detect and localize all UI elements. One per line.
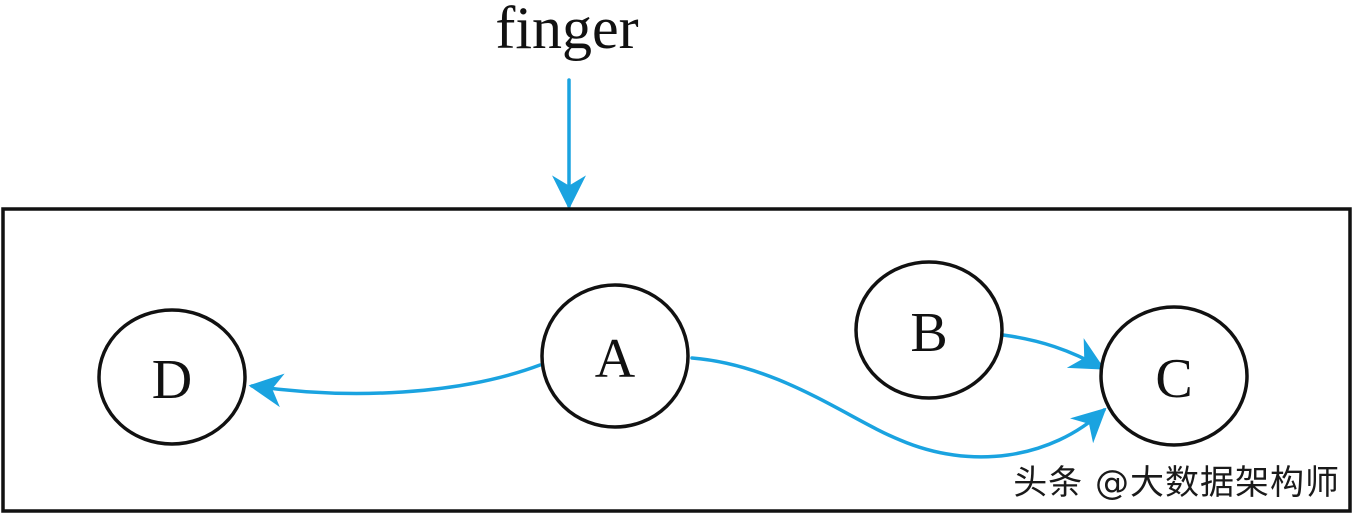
node-a-label: A <box>595 328 636 390</box>
node-d-circle <box>97 308 247 446</box>
edge-b-to-c <box>1001 333 1105 370</box>
edge-a-to-d <box>248 363 542 408</box>
edge-a-to-c <box>690 356 1107 459</box>
node-d: D <box>97 308 247 446</box>
list-frame <box>1 207 1352 513</box>
node-a-circle <box>540 283 690 429</box>
finger-label: finger <box>495 0 638 61</box>
node-a: A <box>540 283 690 429</box>
node-c-circle <box>1099 305 1249 447</box>
node-c: C <box>1099 305 1249 447</box>
node-b-circle <box>854 260 1004 400</box>
node-d-label: D <box>152 349 192 411</box>
node-b-label: B <box>910 302 947 364</box>
node-b: B <box>854 260 1004 400</box>
watermark: 头条 @大数据架构师 <box>1013 463 1340 503</box>
node-c-label: C <box>1155 348 1192 410</box>
